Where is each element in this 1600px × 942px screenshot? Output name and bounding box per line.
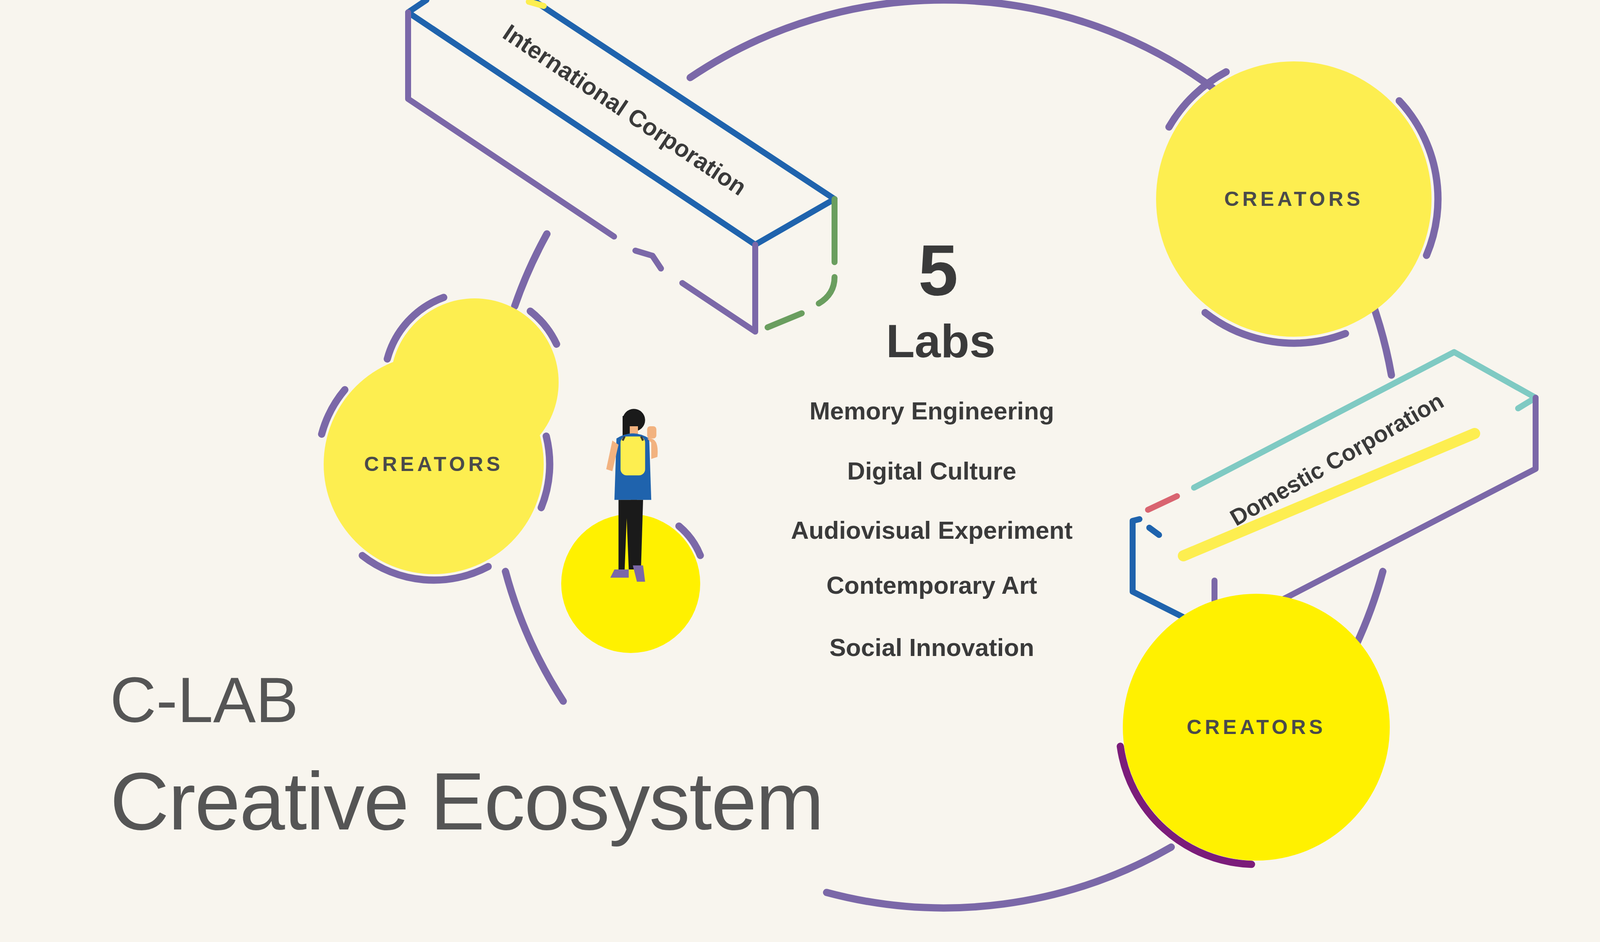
lab-name: Memory Engineering	[809, 398, 1055, 424]
ring-arc	[689, 0, 1218, 92]
corporation-band: Domestic Corporation	[1221, 384, 1453, 535]
lab-count: 5	[918, 234, 958, 307]
creators-label: CREATORS	[364, 454, 504, 475]
creators-label: CREATORS	[1186, 717, 1326, 738]
lab-heading: Labs	[886, 317, 996, 365]
domestic-box	[1132, 352, 1536, 624]
creators-circle: CREATORS	[323, 354, 544, 575]
person-figure	[606, 408, 658, 583]
diagram-title: Creative Ecosystem	[110, 760, 824, 843]
creators-label: CREATORS	[1224, 188, 1364, 210]
international-box	[408, 0, 835, 332]
lab-name: Social Innovation	[829, 635, 1035, 661]
lab-name: Contemporary Art	[826, 573, 1038, 598]
corporation-band: International Corporation	[494, 15, 756, 204]
corporation-label: International Corporation	[498, 20, 751, 200]
ring-arc	[505, 571, 564, 702]
brand-label: C-LAB	[110, 668, 299, 733]
ring-arc	[514, 234, 548, 307]
creators-circle: CREATORS	[1156, 61, 1432, 337]
creators-circle: CREATORS	[1122, 594, 1390, 861]
lab-name: Digital Culture	[847, 458, 1017, 484]
lab-name: Audiovisual Experiment	[791, 518, 1073, 543]
ring-arc	[1355, 571, 1383, 647]
corporation-label: Domestic Corporation	[1226, 388, 1448, 530]
ring-arc	[826, 847, 1172, 909]
